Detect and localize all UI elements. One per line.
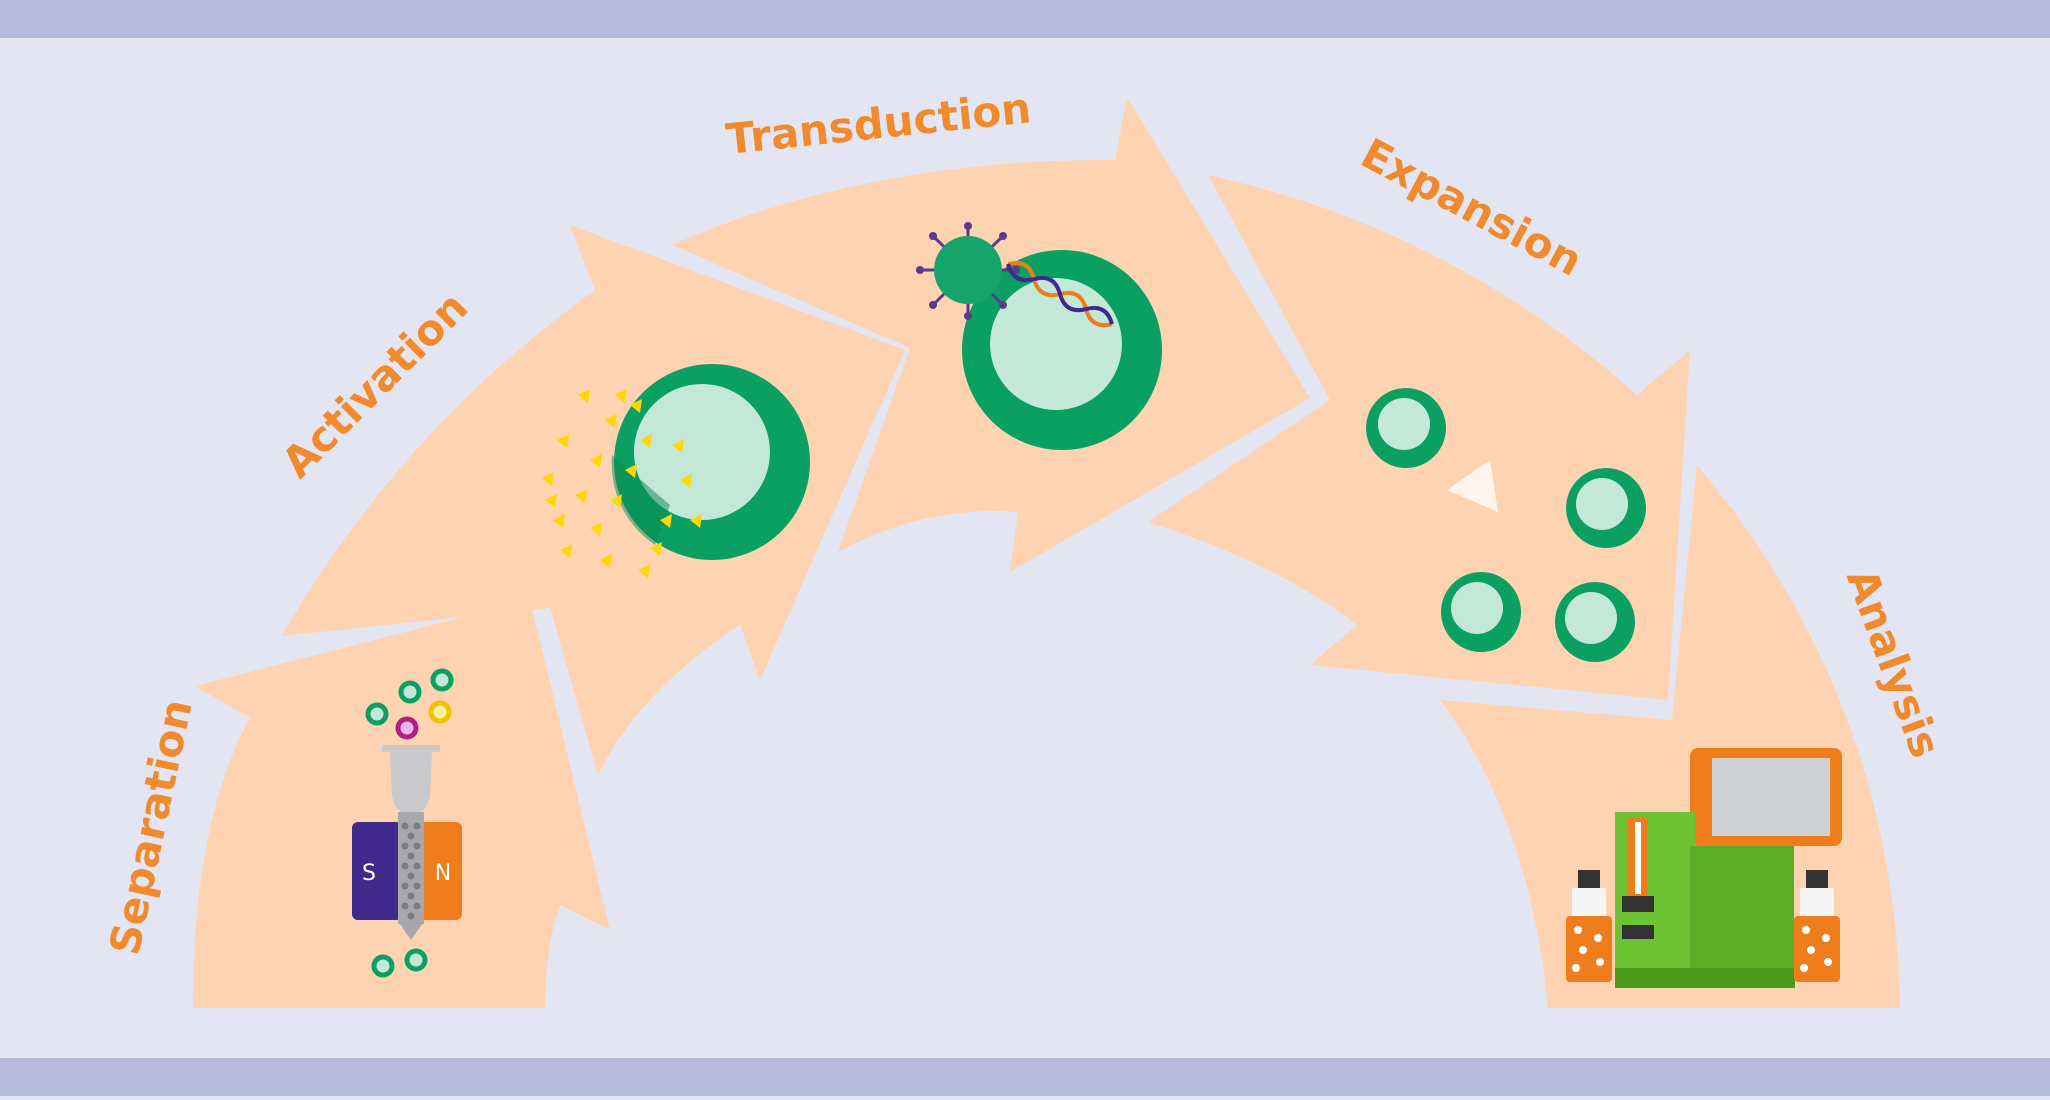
- magnet-north: [420, 822, 462, 920]
- magnet-north-label: N: [435, 861, 451, 886]
- virus-icon: [916, 222, 1020, 320]
- dna-icon: [1006, 260, 1114, 328]
- top-band: [0, 0, 2050, 38]
- analyzer-instrument-icon: [1566, 748, 1842, 988]
- reagent-bottle-right: [1794, 870, 1840, 982]
- cell-expansion-icon: [1366, 388, 1646, 662]
- bottom-band: [0, 1058, 2050, 1096]
- magnet-south: [352, 822, 402, 920]
- magnetic-column-icon: S N: [352, 668, 462, 978]
- arrow-activation: [282, 225, 905, 775]
- magnet-south-label: S: [362, 861, 376, 886]
- viral-transduction-icon: [916, 222, 1162, 450]
- division-arrowhead: [1447, 460, 1498, 512]
- antigen-particles: [542, 389, 702, 578]
- activated-cell-icon: [542, 364, 810, 578]
- reagent-bottle-left: [1566, 870, 1612, 982]
